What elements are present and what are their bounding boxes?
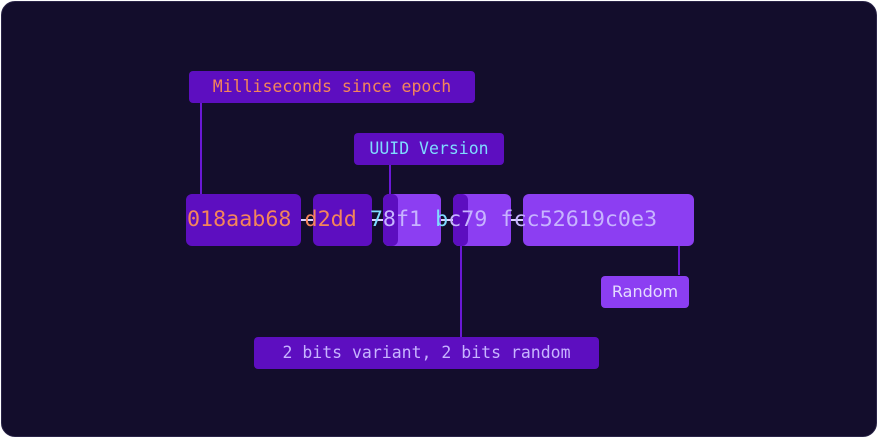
variant-nibble-highlight <box>453 194 468 246</box>
segment-random <box>523 194 694 246</box>
uuid-random: fcc52619c0e3 <box>500 207 658 232</box>
uuid-sep: - <box>291 207 304 232</box>
version-label: UUID Version <box>354 133 504 165</box>
uuid-time-low: 018aab68 <box>187 207 292 232</box>
variant-label: 2 bits variant, 2 bits random <box>254 337 599 369</box>
separator-dash <box>511 219 523 221</box>
segment-variant <box>453 194 511 246</box>
uuid-variant-bits: b <box>435 207 449 232</box>
segment-time-low <box>186 194 301 246</box>
version-connector <box>389 164 391 194</box>
timestamp-label: Milliseconds since epoch <box>189 71 475 103</box>
separator-dash <box>441 219 453 221</box>
random-label: Random <box>601 276 689 308</box>
uuid-variant-rest: c79 <box>448 207 488 232</box>
uuid-sep: - <box>357 207 370 232</box>
separator-dash <box>301 219 313 221</box>
uuid-sep: - <box>422 207 435 232</box>
uuid-sep: - <box>487 207 500 232</box>
variant-connector <box>460 245 462 337</box>
uuid-time-mid: d2dd <box>304 207 357 232</box>
version-nibble-highlight <box>383 194 398 246</box>
timestamp-connector <box>200 102 202 194</box>
separator-dash <box>372 219 383 221</box>
segment-version <box>383 194 441 246</box>
uuid-version-rest: 8f1 <box>382 207 423 232</box>
segment-time-mid <box>313 194 372 246</box>
uuid-string: 018aab68-d2dd-78f1-bc79-fcc52619c0e3 <box>187 205 657 235</box>
random-connector <box>678 245 680 275</box>
uuid-version-digit: 7 <box>369 207 383 232</box>
